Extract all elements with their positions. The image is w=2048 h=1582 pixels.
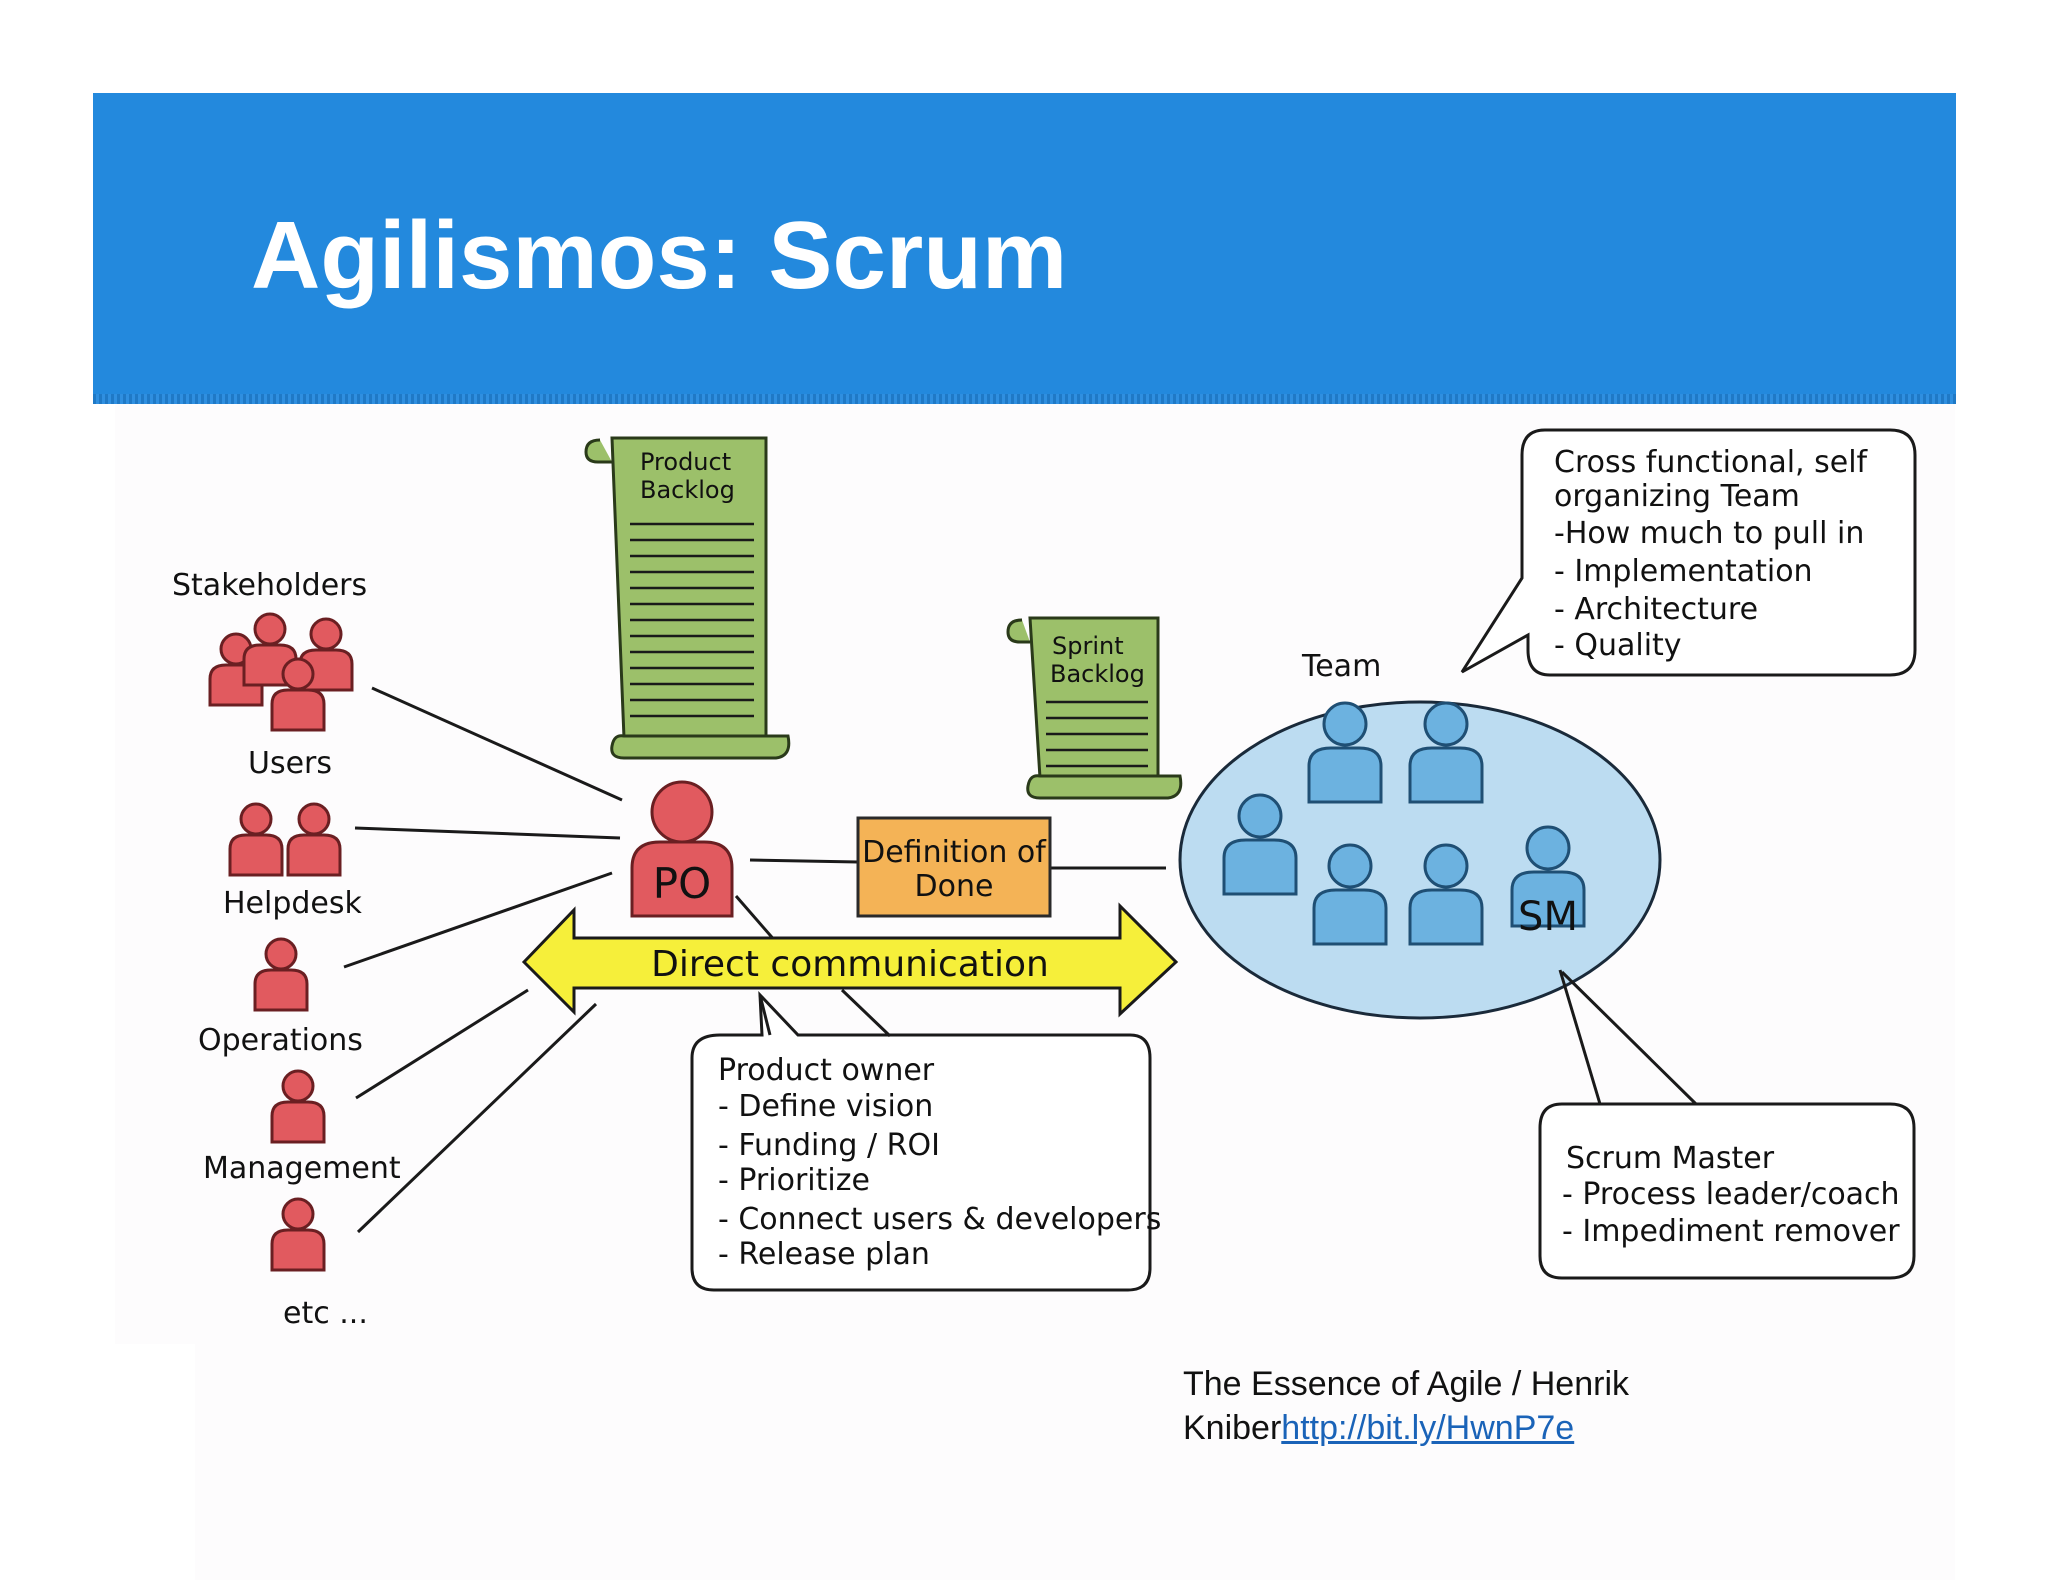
management-label: Management — [203, 1151, 401, 1186]
sm-note-line-3: - Impediment remover — [1562, 1214, 1900, 1249]
team-group: Team SM — [1178, 649, 1662, 1020]
po-note-line-1: Product owner — [718, 1053, 935, 1088]
sprint-backlog-label-2: Backlog — [1050, 660, 1145, 688]
direct-communication-arrow: Direct communication — [521, 902, 1179, 1018]
scrum-master-callout: Scrum Master - Process leader/coach - Im… — [1538, 969, 1916, 1280]
product-backlog-label-1: Product — [640, 448, 731, 476]
management-person-icon — [270, 1069, 326, 1144]
team-note-line-3: -How much to pull in — [1554, 516, 1864, 551]
team-note-line-5: - Architecture — [1554, 592, 1758, 627]
team-note-line-6: - Quality — [1554, 628, 1682, 663]
sprint-backlog-label-1: Sprint — [1052, 632, 1124, 660]
helpdesk-people-icon — [228, 802, 342, 877]
source-credit: The Essence of Agile / Henrik Kniberhttp… — [1183, 1362, 1743, 1450]
definition-of-done-box: Definition of Done — [856, 816, 1052, 918]
credit-text: The Essence of Agile / Henrik Kniber — [1183, 1365, 1630, 1447]
product-owner-figure: PO — [630, 780, 734, 918]
lower-background — [195, 1344, 1955, 1580]
sm-badge: SM — [1518, 894, 1578, 940]
users-people-icon — [208, 612, 354, 732]
team-note-line-4: - Implementation — [1554, 554, 1813, 589]
sprint-backlog-scroll: Sprint Backlog — [1006, 616, 1183, 800]
sm-note-line-1: Scrum Master — [1566, 1141, 1775, 1176]
etc-person-icon — [270, 1197, 326, 1272]
po-note-line-4: - Prioritize — [718, 1163, 870, 1198]
team-note-line-1: Cross functional, self — [1554, 445, 1869, 480]
team-label: Team — [1301, 649, 1381, 684]
slide-header: Agilismos: Scrum — [93, 93, 1956, 404]
helpdesk-label: Helpdesk — [223, 886, 363, 921]
po-note-line-6: - Release plan — [718, 1237, 930, 1272]
stakeholder-lines — [343, 686, 623, 1234]
product-owner-callout: Product owner - Define vision - Funding … — [690, 988, 1161, 1292]
product-backlog-scroll: Product Backlog — [584, 436, 791, 760]
direct-communication-label: Direct communication — [651, 944, 1049, 985]
stakeholders-label: Stakeholders — [172, 568, 367, 603]
dod-label-1: Definition of — [862, 835, 1047, 870]
po-note-line-3: - Funding / ROI — [718, 1128, 940, 1163]
operations-person-icon — [253, 937, 309, 1012]
product-backlog-label-2: Backlog — [640, 476, 735, 504]
po-badge: PO — [653, 859, 711, 908]
team-note-callout: Cross functional, self organizing Team -… — [1460, 428, 1917, 677]
header-stripe — [93, 394, 1956, 404]
sm-note-line-2: - Process leader/coach — [1562, 1177, 1900, 1212]
dod-label-2: Done — [915, 869, 994, 904]
po-note-line-2: - Define vision — [718, 1089, 933, 1124]
operations-label: Operations — [198, 1023, 363, 1058]
stakeholders-group: Stakeholders Users Helpdesk Operations M… — [172, 568, 401, 1331]
team-note-line-2: organizing Team — [1554, 479, 1800, 514]
credit-link[interactable]: http://bit.ly/HwnP7e — [1281, 1409, 1575, 1447]
po-note-line-5: - Connect users & developers — [718, 1202, 1161, 1237]
users-label: Users — [248, 746, 332, 781]
etc-label: etc ... — [283, 1296, 368, 1331]
slide-title: Agilismos: Scrum — [251, 202, 1068, 309]
